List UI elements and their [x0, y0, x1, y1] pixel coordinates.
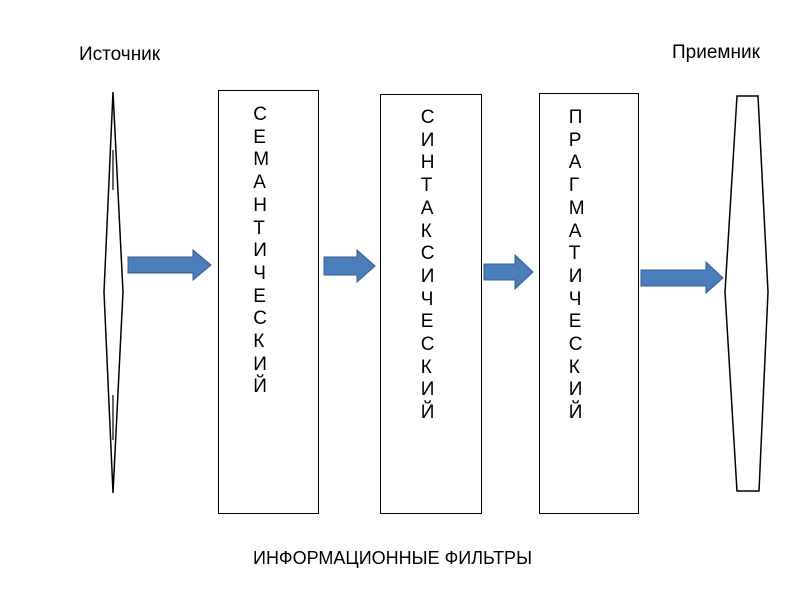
diagram-caption: ИНФОРМАЦИОННЫЕ ФИЛЬТРЫ	[253, 548, 532, 568]
arrow-syntactic-to-pragmatic	[483, 253, 534, 291]
arrow-source-to-semantic	[127, 248, 212, 282]
arrow-semantic-to-syntactic	[323, 248, 376, 284]
source-shape	[103, 91, 124, 494]
source-label: Источник	[79, 44, 161, 65]
arrow-pragmatic-to-receiver	[640, 260, 724, 295]
receiver-shape	[724, 95, 769, 492]
receiver-label: Приемник	[672, 42, 760, 63]
